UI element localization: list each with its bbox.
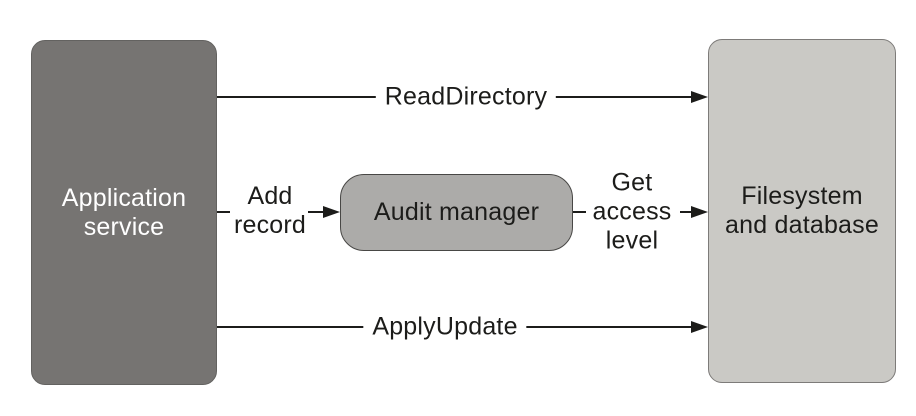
edge-add-record-label: Add record — [233, 182, 307, 240]
edge-add-record-line — [308, 211, 325, 213]
node-filesystem-and-database-label: Filesystem and database — [725, 182, 879, 239]
edge-get-access-level-label: Get access level — [592, 168, 672, 256]
node-application-service-label: Application service — [61, 183, 187, 241]
node-filesystem-and-database: Filesystem and database — [708, 39, 896, 383]
edge-get-access-stub-line — [573, 211, 586, 213]
arrowhead-right-icon — [691, 321, 708, 333]
arrowhead-right-icon — [691, 91, 708, 103]
edge-readdirectory-label: ReadDirectory — [375, 82, 557, 112]
node-audit-manager: Audit manager — [340, 174, 573, 251]
node-audit-manager-label: Audit manager — [373, 198, 540, 226]
edge-applyupdate-label: ApplyUpdate — [363, 312, 527, 342]
edge-get-access-line — [680, 211, 693, 213]
arrowhead-right-icon — [691, 206, 708, 218]
arrowhead-right-icon — [323, 206, 340, 218]
edge-add-record-stub-line — [217, 211, 230, 213]
node-application-service: Application service — [31, 40, 217, 385]
